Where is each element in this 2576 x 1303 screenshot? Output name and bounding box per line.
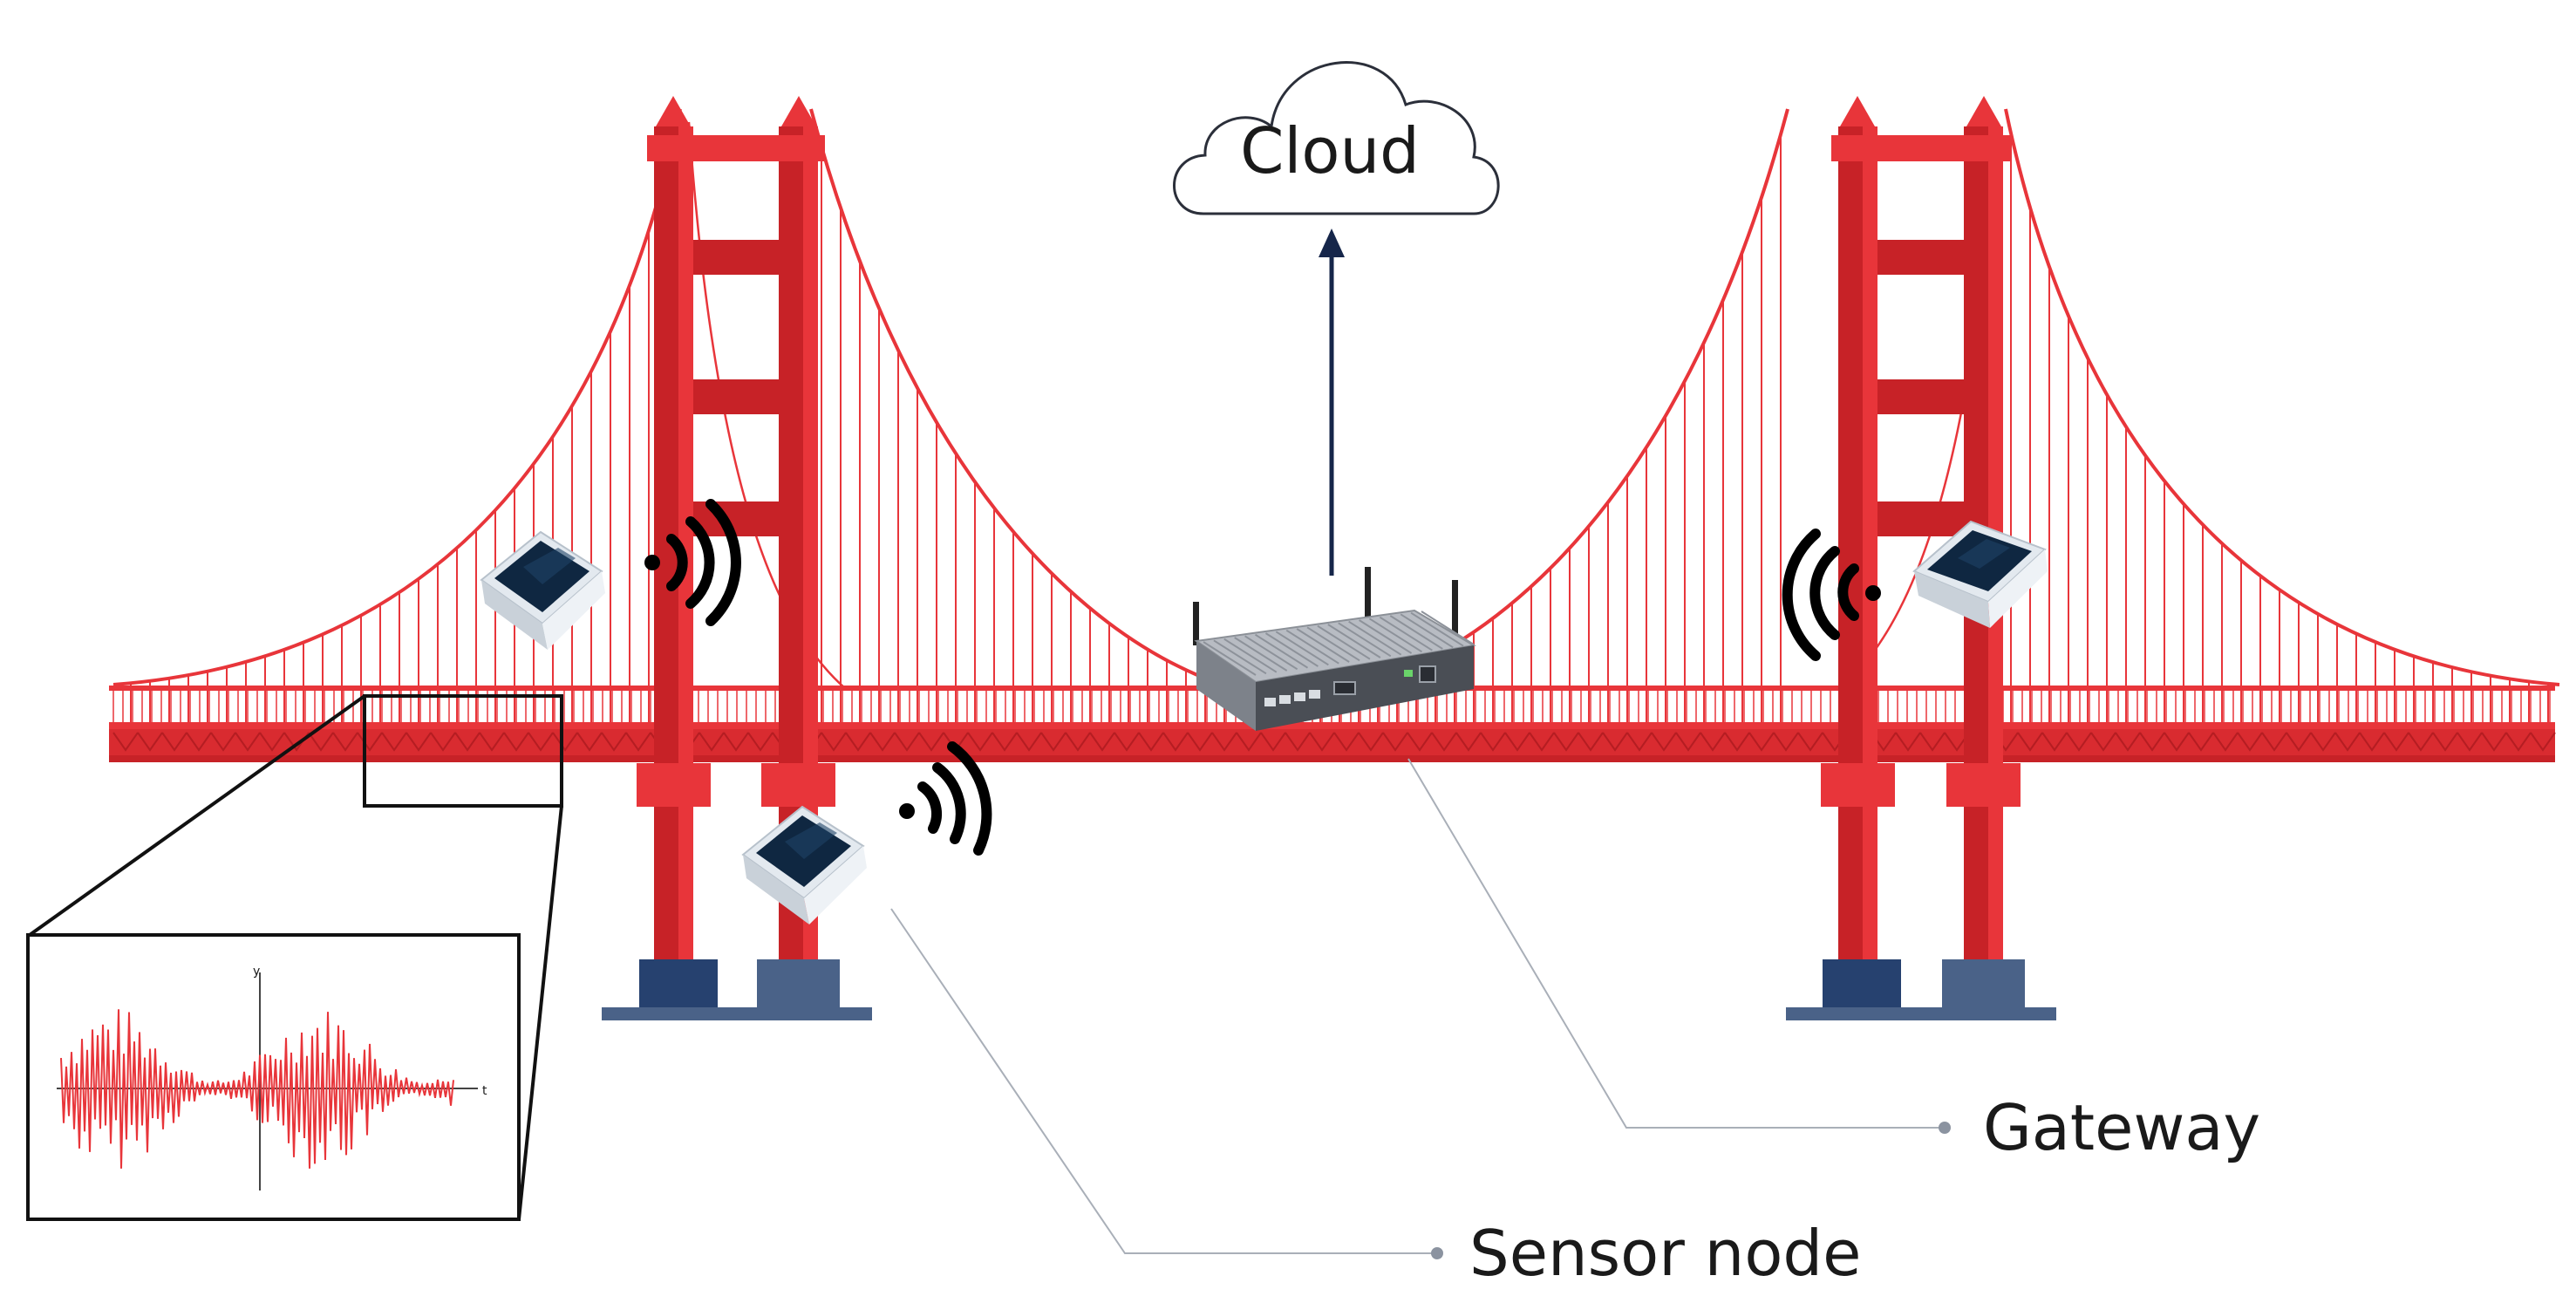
gateway-label: Gateway	[1983, 1091, 2260, 1164]
wireless-signal-icon-left	[644, 499, 741, 626]
sensor-node-left	[480, 530, 605, 650]
footing-right-b	[1942, 959, 2025, 1007]
cloud-label: Cloud	[1240, 114, 1420, 188]
footing-right-a	[1823, 959, 1901, 1007]
vibration-waveform	[60, 1009, 454, 1169]
footing-left-b	[757, 959, 840, 1007]
uplink-arrow	[1319, 229, 1345, 576]
bridge-deck	[109, 722, 2556, 762]
footing-left-a	[639, 959, 718, 1007]
sensor-node-label: Sensor node	[1469, 1217, 1861, 1290]
inset-y-axis-label: y	[253, 965, 260, 979]
wireless-signal-icon-center	[899, 741, 992, 856]
zoom-region	[28, 694, 563, 1220]
vibration-signal-inset: t y	[26, 933, 521, 1221]
gateway-router-icon	[1193, 567, 1476, 731]
sensor-node-callout	[890, 908, 1443, 1259]
inset-x-axis-label: t	[482, 1084, 487, 1098]
gateway-callout	[1407, 758, 1951, 1134]
wireless-signal-icon-right	[1782, 529, 1881, 661]
suspension-bridge	[109, 96, 2560, 1020]
sensor-node-center	[741, 805, 867, 924]
sensor-node-right	[1912, 520, 2048, 628]
cloud-icon	[1173, 61, 1500, 215]
zoom-box	[363, 694, 563, 808]
